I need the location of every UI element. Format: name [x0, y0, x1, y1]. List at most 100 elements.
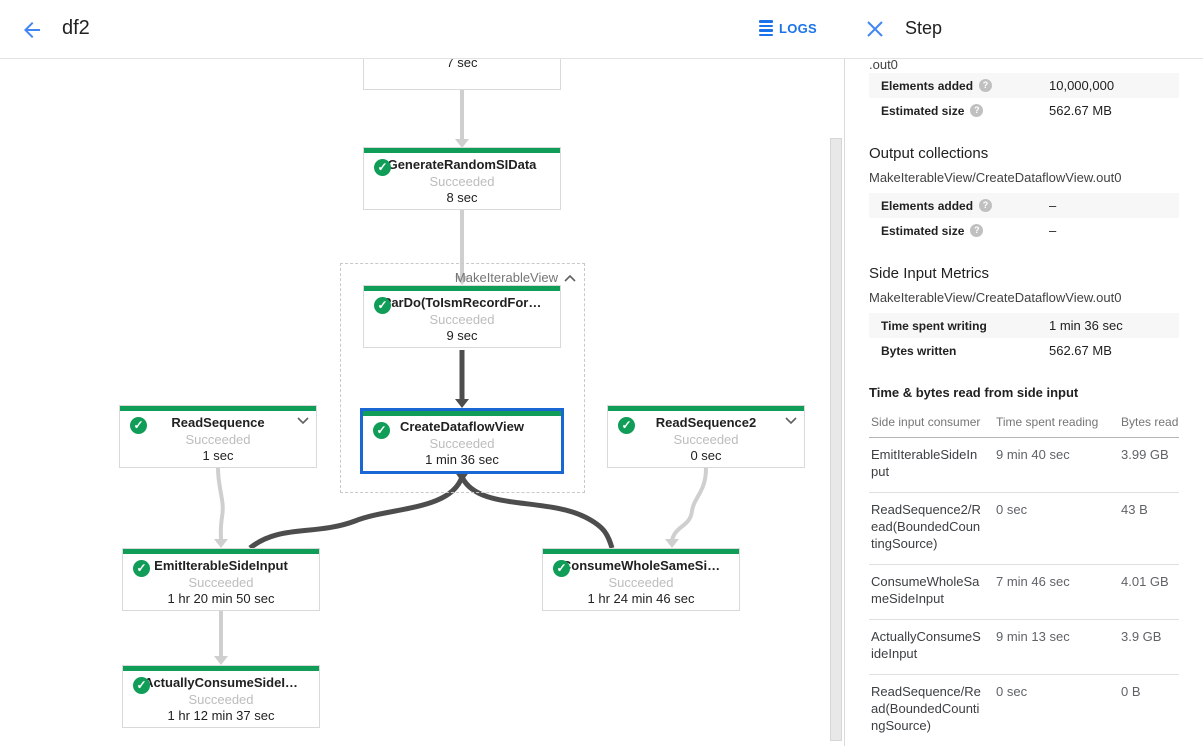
side-input-table-header: Side input consumer Time spent reading B…	[869, 406, 1179, 438]
node-title: ReadSequence2	[655, 415, 757, 430]
node-duration: 7 sec	[446, 59, 478, 70]
panel-body: .out0 Elements added? 10,000,000 Estimat…	[845, 60, 1203, 746]
help-icon[interactable]: ?	[970, 224, 984, 237]
side-input-table-title: Time & bytes read from side input	[869, 385, 1079, 400]
collapse-group-icon[interactable]	[564, 275, 576, 282]
graph-node-readsequence[interactable]: ✓ ReadSequence Succeeded 1 sec	[119, 405, 317, 468]
metric-label: Estimated size	[881, 223, 965, 238]
graph-node-partial-top[interactable]: Succeeded 7 sec	[363, 59, 561, 90]
consumer-cell: ReadSequence2/Read(BoundedCountingSource…	[871, 502, 981, 551]
expand-node-icon[interactable]	[785, 417, 797, 424]
graph-node-pardo-toismrecord[interactable]: ✓ ParDo(ToIsmRecordFor… Succeeded 9 sec	[363, 285, 561, 348]
check-circle-icon: ✓	[374, 159, 391, 176]
check-circle-icon: ✓	[374, 297, 391, 314]
bytes-cell: 43 B	[1121, 502, 1148, 517]
truncated-collection-name: .out0	[869, 60, 898, 72]
node-title: ActuallyConsumeSideI…	[144, 675, 298, 690]
check-circle-icon: ✓	[130, 417, 147, 434]
graph-node-createdataflowview-selected[interactable]: ✓ CreateDataflowView Succeeded 1 min 36 …	[360, 408, 564, 474]
help-icon[interactable]: ?	[970, 104, 984, 117]
side-input-metrics-heading: Side Input Metrics	[869, 265, 990, 282]
consumer-cell: ActuallyConsumeSideInput	[871, 629, 981, 661]
output-collections-heading: Output collections	[869, 145, 989, 162]
group-label[interactable]: MakeIterableView	[454, 270, 558, 285]
consumer-cell: ConsumeWholeSameSideInput	[871, 574, 980, 606]
time-cell: 0 sec	[996, 684, 1028, 699]
node-duration: 9 sec	[446, 328, 478, 343]
column-header: Side input consumer	[871, 415, 981, 429]
graph-node-consumewholesamesideinput[interactable]: ✓ ConsumeWholeSameSi… Succeeded 1 hr 24 …	[542, 548, 740, 611]
job-title: df2	[62, 17, 90, 39]
metric-value: 10,000,000	[1049, 78, 1115, 93]
node-status-bar	[363, 411, 561, 416]
output-collection-name: MakeIterableView/CreateDataflowView.out0	[869, 170, 1122, 185]
logs-button[interactable]: LOGS	[758, 20, 817, 36]
bytes-cell: 3.99 GB	[1121, 447, 1169, 462]
logs-button-label: LOGS	[778, 20, 817, 36]
table-row: ActuallyConsumeSideInput 9 min 13 sec 3.…	[869, 620, 1179, 675]
metric-label: Elements added	[881, 78, 974, 93]
check-circle-icon: ✓	[373, 422, 390, 439]
help-icon[interactable]: ?	[979, 199, 993, 212]
node-duration: 1 hr 12 min 37 sec	[167, 708, 275, 723]
node-status: Succeeded	[429, 436, 495, 451]
metric-row-time-spent-writing: Time spent writing 1 min 36 sec	[869, 313, 1179, 338]
node-status-bar	[123, 666, 319, 671]
node-status-bar	[120, 406, 316, 411]
metric-row-elements-added: Elements added? 10,000,000	[869, 73, 1179, 98]
node-status-bar	[608, 406, 804, 411]
bytes-cell: 4.01 GB	[1121, 574, 1169, 589]
expand-node-icon[interactable]	[297, 417, 309, 424]
graph-scrollbar-thumb[interactable]	[830, 138, 842, 741]
node-status-bar	[543, 549, 739, 554]
node-title: CreateDataflowView	[399, 419, 525, 434]
table-row: ReadSequence2/Read(BoundedCountingSource…	[869, 493, 1179, 565]
close-icon[interactable]	[866, 20, 884, 38]
check-circle-icon: ✓	[133, 560, 150, 577]
top-bar: df2 LOGS	[0, 0, 845, 59]
panel-header: Step	[845, 0, 1203, 59]
node-duration: 8 sec	[446, 190, 478, 205]
node-duration: 1 min 36 sec	[425, 452, 499, 467]
check-circle-icon: ✓	[553, 560, 570, 577]
graph-node-emititerablesideinput[interactable]: ✓ EmitIterableSideInput Succeeded 1 hr 2…	[122, 548, 320, 611]
graph-node-generaterandomsidata[interactable]: ✓ GenerateRandomSIData Succeeded 8 sec	[363, 147, 561, 210]
bytes-cell: 0 B	[1121, 684, 1141, 699]
node-status-bar	[123, 549, 319, 554]
back-arrow-icon[interactable]	[20, 18, 44, 42]
table-row: ReadSequence/Read(BoundedCountingSource)…	[869, 675, 1179, 746]
graph-node-actuallyconsumesideinput[interactable]: ✓ ActuallyConsumeSideI… Succeeded 1 hr 1…	[122, 665, 320, 728]
pipeline-graph-canvas: MakeIterableView Succeeded 7 sec ✓ Gener…	[0, 59, 829, 746]
node-duration: 0 sec	[690, 448, 722, 463]
help-icon[interactable]: ?	[979, 79, 993, 92]
node-title: ConsumeWholeSameSi…	[561, 558, 721, 573]
metric-row-estimated-size: Estimated size? –	[869, 218, 1179, 243]
node-duration: 1 hr 24 min 46 sec	[587, 591, 695, 606]
node-status: Succeeded	[673, 432, 739, 447]
node-status: Succeeded	[185, 432, 251, 447]
table-row: ConsumeWholeSameSideInput 7 min 46 sec 4…	[869, 565, 1179, 620]
consumer-cell: EmitIterableSideInput	[871, 447, 978, 479]
time-cell: 9 min 13 sec	[996, 629, 1070, 644]
metric-value: –	[1049, 223, 1057, 238]
time-cell: 9 min 40 sec	[996, 447, 1070, 462]
node-status: Succeeded	[188, 692, 254, 707]
graph-node-readsequence2[interactable]: ✓ ReadSequence2 Succeeded 0 sec	[607, 405, 805, 468]
node-status: Succeeded	[429, 174, 495, 189]
panel-divider	[844, 0, 845, 746]
node-status: Succeeded	[188, 575, 254, 590]
table-row: EmitIterableSideInput 9 min 40 sec 3.99 …	[869, 438, 1179, 493]
time-cell: 7 min 46 sec	[996, 574, 1070, 589]
side-input-collection-name: MakeIterableView/CreateDataflowView.out0	[869, 290, 1122, 305]
transform-group-makeiterableview: MakeIterableView	[340, 263, 585, 493]
metric-label: Bytes written	[881, 343, 957, 358]
check-circle-icon: ✓	[133, 677, 150, 694]
consumer-cell: ReadSequence/Read(BoundedCountingSource)	[871, 684, 981, 733]
metric-label: Elements added	[881, 198, 974, 213]
metric-value: 562.67 MB	[1049, 103, 1112, 118]
node-status: Succeeded	[429, 312, 495, 327]
node-duration: 1 hr 20 min 50 sec	[167, 591, 275, 606]
logs-list-icon	[758, 20, 773, 36]
node-title: EmitIterableSideInput	[154, 558, 288, 573]
node-title: ParDo(ToIsmRecordFor…	[382, 295, 542, 310]
